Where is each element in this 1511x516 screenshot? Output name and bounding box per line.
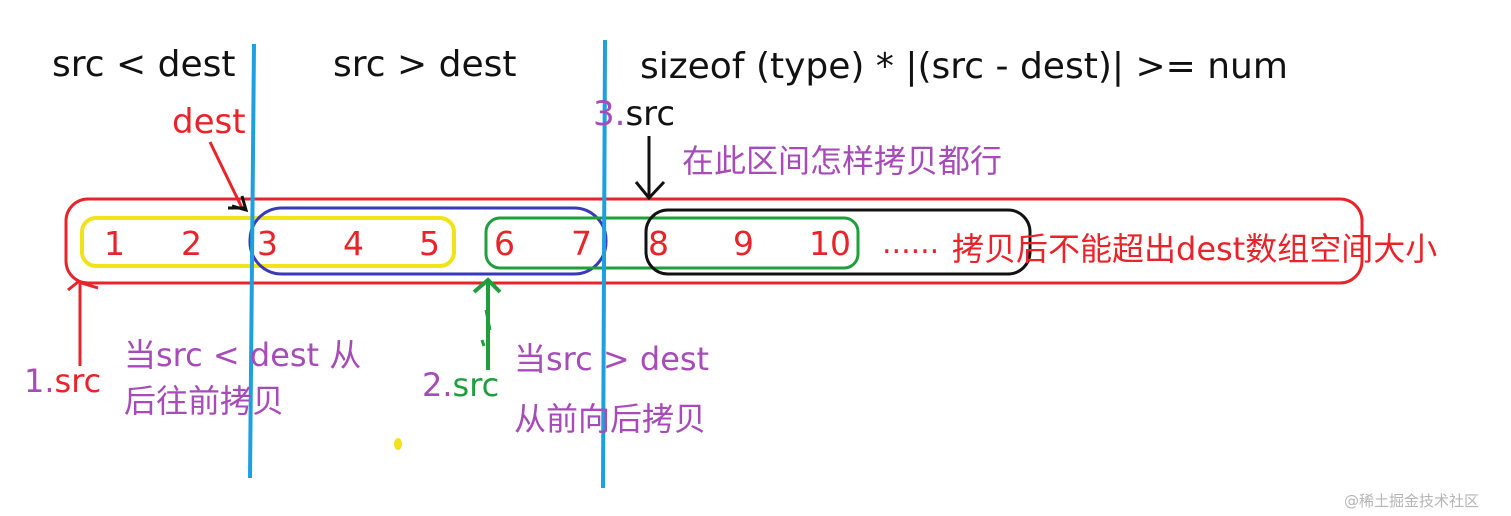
src1-label: 1.src — [24, 362, 101, 400]
src2-label: 2.src — [422, 366, 499, 404]
dest-group-green — [484, 216, 860, 270]
source-group-yellow — [80, 216, 456, 268]
src1-text: src — [54, 362, 102, 400]
divider-line-left — [248, 43, 256, 479]
header-formula: sizeof (type) * |(src - dest)| >= num — [640, 46, 1288, 87]
safe-region-black — [644, 208, 1032, 276]
array-cell-2: 2 — [181, 224, 202, 263]
case2-note-line1: 当src > dest — [514, 340, 710, 378]
ellipsis: ...... — [882, 226, 940, 261]
case2-note-line2: 从前向后拷贝 — [514, 400, 707, 438]
array-cell-6: 6 — [494, 224, 515, 263]
header-src-less-dest: src < dest — [52, 44, 236, 85]
src2-number: 2. — [422, 366, 453, 404]
capacity-warning: 拷贝后不能超出dest数组空间大小 — [952, 230, 1438, 268]
src3-text: src — [625, 94, 676, 134]
header-src-greater-dest: src > dest — [333, 44, 517, 85]
array-cell-4: 4 — [343, 224, 364, 263]
array-cell-9: 9 — [733, 224, 754, 263]
case1-note-line1: 当src < dest 从 — [124, 336, 362, 374]
case1-note-line2: 后往前拷贝 — [124, 382, 285, 420]
dest-label: dest — [172, 102, 246, 142]
stray-dot — [394, 438, 402, 450]
array-cell-3: 3 — [257, 224, 278, 263]
array-cell-1: 1 — [104, 224, 125, 263]
src3-number: 3. — [593, 94, 626, 134]
array-cell-7: 7 — [571, 224, 592, 263]
watermark: @稀土掘金技术社区 — [1344, 492, 1480, 510]
array-cell-5: 5 — [419, 224, 440, 263]
src1-number: 1. — [24, 362, 55, 400]
array-cell-8: 8 — [648, 224, 669, 263]
array-cell-10: 10 — [809, 224, 851, 263]
src3-label: 3.src — [593, 94, 675, 134]
divider-line-right — [601, 39, 607, 489]
dest-arrow — [208, 141, 244, 209]
array-outline-red — [64, 197, 1364, 285]
any-copy-note: 在此区间怎样拷贝都行 — [682, 142, 1003, 180]
src2-text: src — [452, 366, 500, 404]
